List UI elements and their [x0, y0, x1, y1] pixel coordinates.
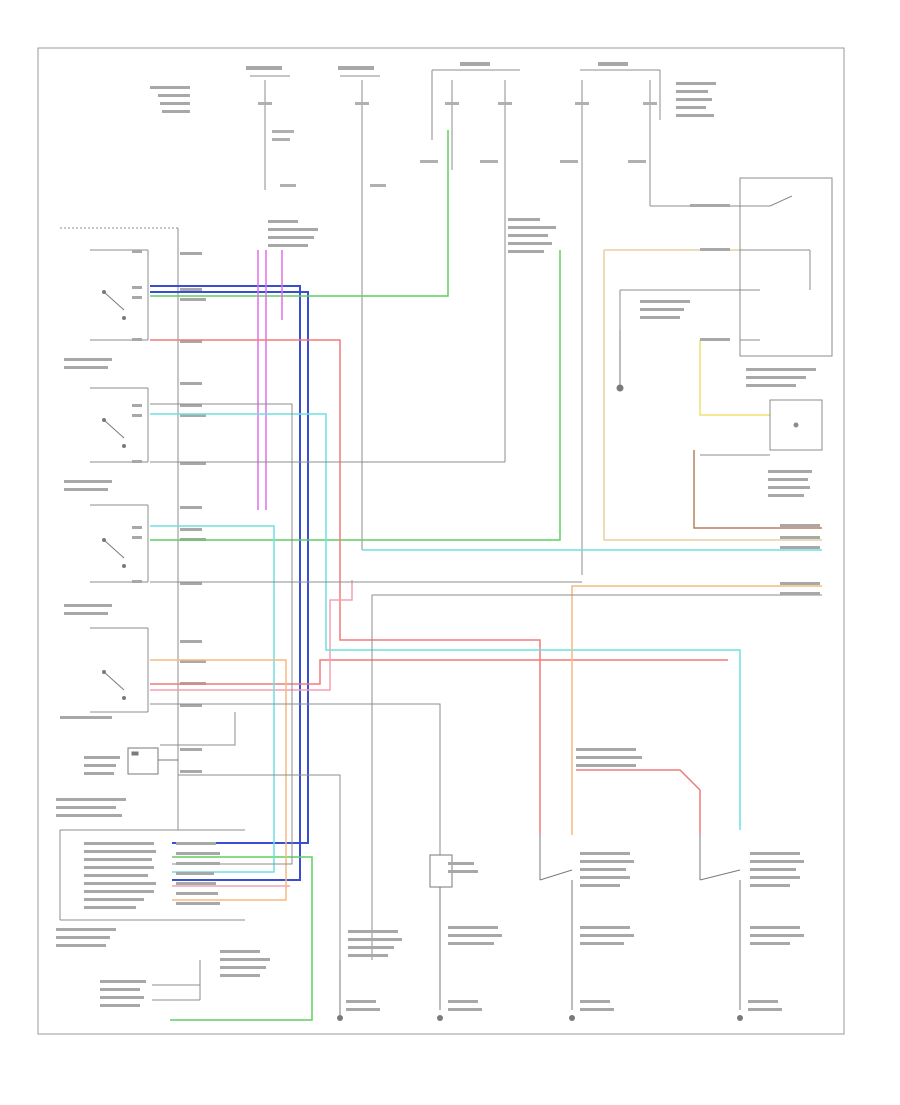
control-module-labels [56, 798, 220, 947]
wire-cyan [150, 413, 822, 873]
wire-orange [150, 585, 822, 901]
wire-yellow [699, 340, 770, 416]
actuator-icon [127, 747, 178, 775]
wire-brown [693, 450, 822, 529]
right-connectors [780, 524, 820, 595]
ground-icon [616, 330, 624, 392]
motor-icon [769, 399, 823, 451]
actuator-icon [339, 835, 741, 1015]
fuse-symbols [258, 102, 657, 187]
relay-box [739, 177, 833, 357]
wire-green [150, 130, 561, 1021]
wire-red [150, 339, 728, 835]
sensor-icon [152, 960, 201, 1001]
left-control-panel [60, 227, 179, 830]
wire-magenta [257, 250, 283, 510]
note-block-center [268, 218, 556, 253]
bottom-labels [346, 748, 804, 1011]
switch-icon [102, 290, 126, 700]
fuse-drops [264, 80, 765, 575]
ground-icon [337, 1015, 743, 1021]
wire-gray [150, 289, 822, 1010]
diagram-border [37, 47, 845, 1035]
actuator-labels [84, 756, 120, 775]
wire-pink [150, 580, 353, 887]
top-fuse-blocks [250, 69, 661, 140]
left-panel-labels [60, 250, 206, 773]
relay-labels [640, 204, 816, 387]
motor-labels [768, 470, 812, 497]
fuse-labels [150, 62, 716, 117]
control-module-box [59, 829, 245, 921]
wire-blue [150, 285, 309, 881]
sensor-labels [100, 950, 270, 1007]
